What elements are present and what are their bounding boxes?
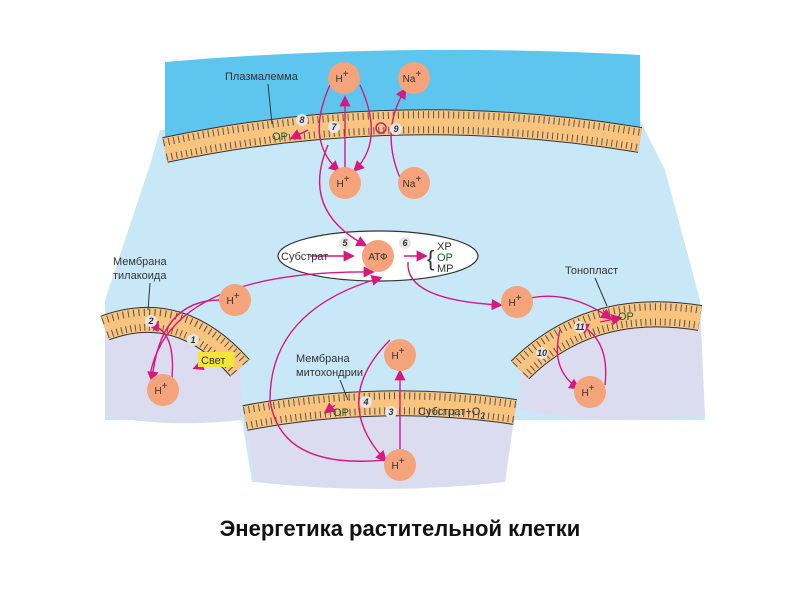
svg-text:6: 6 <box>402 238 408 248</box>
mito-label-2: митохондрии <box>296 367 363 379</box>
atp-molecule: АТФ <box>362 240 394 272</box>
tonoplast-label: Тонопласт <box>565 265 618 277</box>
ion-h-7: H+ <box>501 286 533 318</box>
ion-h-4: H+ <box>147 374 179 406</box>
svg-text:H+: H+ <box>226 291 239 307</box>
or-label-plasmalemma: ОР <box>272 131 288 143</box>
svg-text:H+: H+ <box>581 383 594 399</box>
svg-text:H+: H+ <box>335 69 348 85</box>
svg-text:8: 8 <box>299 115 304 125</box>
na-channel-icon <box>375 122 387 134</box>
svg-text:9: 9 <box>393 124 398 134</box>
svg-text:10: 10 <box>537 348 547 358</box>
svg-text:H+: H+ <box>154 381 167 397</box>
or-label-mito: ОР <box>333 407 349 419</box>
svg-text:H+: H+ <box>336 174 349 190</box>
svg-text:4: 4 <box>362 397 368 407</box>
thylakoid-label-2: тилакоида <box>113 270 167 282</box>
mitochondrion-region <box>245 403 515 489</box>
mr-label: МР <box>437 263 454 275</box>
mitochondrial-membrane <box>242 390 517 431</box>
svg-text:H+: H+ <box>391 456 404 472</box>
step-badges: 1 2 3 4 5 6 7 8 9 10 11 <box>145 114 586 418</box>
svg-text:11: 11 <box>575 322 584 332</box>
plasmalemma-label: Плазмалемма <box>225 71 299 83</box>
svg-text:АТФ: АТФ <box>368 252 388 263</box>
svg-text:H+: H+ <box>391 346 404 362</box>
ion-na-2: Na+ <box>398 167 430 199</box>
ion-h-8: H+ <box>574 376 606 408</box>
mito-label-1: Мембрана <box>296 353 350 365</box>
ion-h-2: H+ <box>329 167 361 199</box>
or-label-atp: ОР <box>437 252 453 264</box>
brace: { <box>427 246 434 271</box>
svg-text:Na+: Na+ <box>403 174 422 190</box>
plasmalemma-membrane <box>162 109 643 163</box>
light-label: Свет <box>201 355 225 367</box>
hr-label: ХР <box>437 241 452 253</box>
ion-h-6: H+ <box>384 449 416 481</box>
transport-arrows <box>147 84 623 463</box>
svg-text:7: 7 <box>331 122 337 132</box>
substrate-o2-label: Субстрат+O2 <box>418 406 485 421</box>
svg-text:Na+: Na+ <box>403 69 422 85</box>
ion-na-1: Na+ <box>398 62 430 94</box>
ion-h-1: H+ <box>328 62 360 94</box>
ion-h-3: H+ <box>219 284 251 316</box>
svg-text:5: 5 <box>342 238 348 248</box>
or-label-tonoplast: ОР <box>618 311 634 323</box>
thylakoid-label-1: Мембрана <box>113 256 167 268</box>
ion-h-5: H+ <box>384 339 416 371</box>
light-box <box>198 352 234 367</box>
svg-text:2: 2 <box>147 316 153 326</box>
svg-text:1: 1 <box>190 335 195 345</box>
svg-text:3: 3 <box>388 407 393 417</box>
substrate-label: Субстрат <box>281 251 328 263</box>
diagram-title: Энергетика растительной клетки <box>219 516 581 541</box>
svg-text:H+: H+ <box>508 293 521 309</box>
